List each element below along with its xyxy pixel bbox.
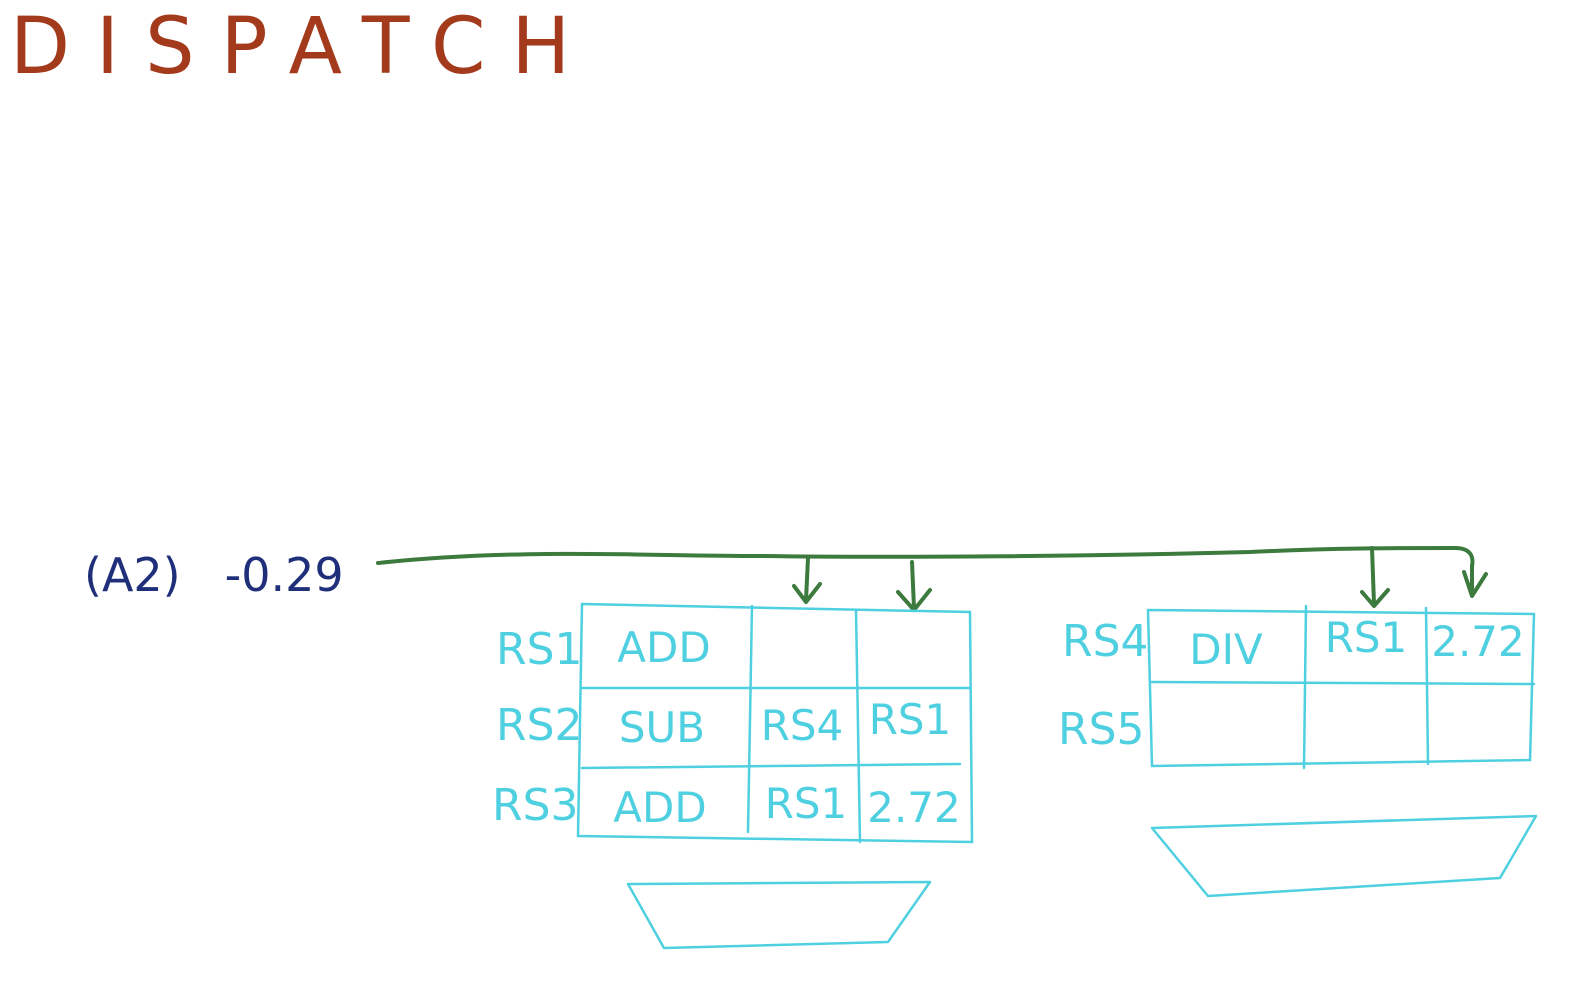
rs-src2: 2.72 — [1431, 617, 1525, 666]
adder-unit — [626, 880, 932, 950]
common-data-bus — [376, 546, 1488, 612]
broadcast-tag: (A2) — [84, 548, 181, 602]
bus-arrow-rs4-src2 — [1462, 564, 1488, 598]
rs-src2: 2.72 — [867, 783, 961, 832]
adder-rs-labels: RS1 RS2 RS3 — [492, 624, 583, 831]
rs-src1: RS1 — [765, 779, 848, 828]
rs-src2: RS1 — [869, 695, 952, 744]
mult-unit — [1150, 814, 1538, 898]
mult-rs-labels: RS4 RS5 — [1058, 616, 1149, 755]
rs-op: ADD — [617, 623, 710, 672]
page-title: DISPATCH — [10, 2, 597, 92]
broadcast-value: -0.29 — [224, 548, 344, 602]
adder-reservation-stations — [576, 602, 974, 844]
mult-rs-cells: DIV RS1 2.72 — [1189, 613, 1524, 674]
adder-rs-cells: ADD SUB RS4 RS1 ADD RS1 2.72 — [613, 623, 960, 832]
broadcast-label: (A2)-0.29 — [84, 552, 344, 598]
rs-name: RS4 — [1062, 616, 1149, 667]
rs-name: RS5 — [1058, 704, 1145, 755]
bus-arrow-rs1-src2 — [896, 560, 932, 612]
bus-arrow-rs4-src1 — [1360, 546, 1390, 608]
rs-op: ADD — [613, 783, 706, 832]
bus-line — [376, 546, 1475, 568]
rs-name: RS3 — [492, 780, 579, 831]
rs-op: DIV — [1189, 625, 1263, 674]
rs-src1: RS4 — [761, 701, 844, 750]
rs-name: RS2 — [496, 700, 583, 751]
rs-name: RS1 — [496, 624, 583, 675]
rs-src1: RS1 — [1325, 613, 1408, 662]
mult-reservation-stations — [1146, 604, 1536, 770]
rs-op: SUB — [619, 703, 705, 752]
bus-arrow-rs1-src1 — [792, 556, 822, 604]
